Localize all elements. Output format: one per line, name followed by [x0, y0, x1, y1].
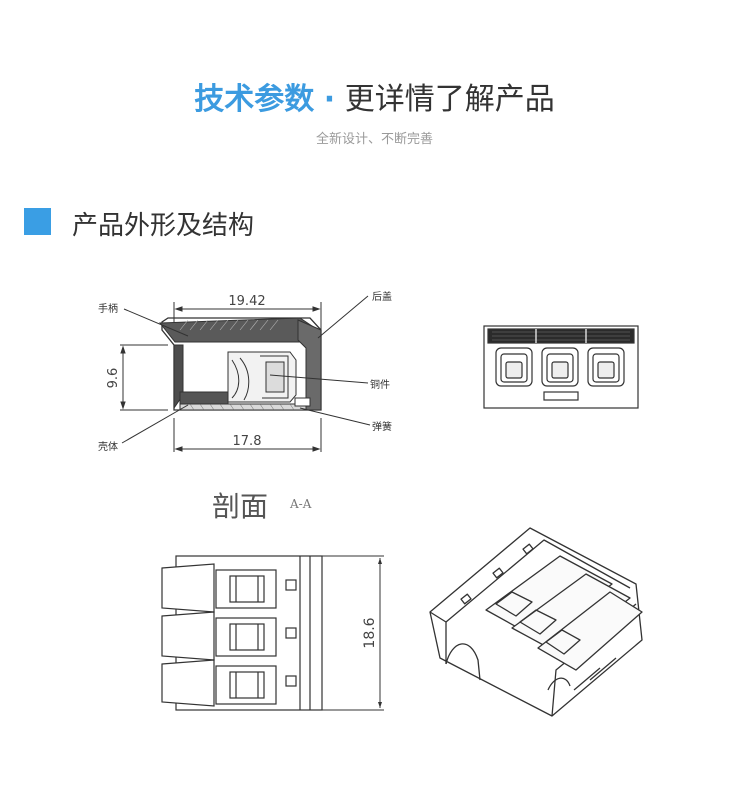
- page-title: 技术参数 · 更详情了解产品: [0, 80, 749, 120]
- front-opening-3: [587, 347, 625, 387]
- leader-copper: [269, 374, 369, 384]
- label-spring: 弹簧: [372, 420, 392, 433]
- leader-handle: [123, 308, 189, 337]
- label-handle: 手柄: [98, 302, 118, 315]
- isometric-view: [429, 527, 643, 717]
- front-opening-1: [495, 347, 533, 387]
- title-accent: 技术参数: [194, 82, 315, 117]
- section-view-caption: 剖面: [212, 490, 269, 523]
- top-lever-3: [161, 659, 297, 707]
- dim-length-top: 19.42: [228, 294, 265, 309]
- dim-length-bottom: 17.8: [233, 434, 262, 449]
- section-heading: 产品外形及结构: [72, 211, 255, 241]
- top-view: [161, 555, 384, 711]
- leader-housing: [121, 404, 189, 444]
- spring: [179, 403, 307, 411]
- top-lever-2: [161, 611, 297, 661]
- handle: [158, 317, 319, 343]
- leader-rear-cover: [317, 295, 369, 339]
- leader-spring: [299, 407, 371, 426]
- iso-body: [429, 527, 643, 717]
- rear-cover: [297, 319, 322, 411]
- label-housing: 壳体: [98, 440, 118, 453]
- front-view: [483, 325, 639, 409]
- dim-width: 18.6: [362, 617, 378, 648]
- title-separator: ·: [323, 82, 336, 117]
- label-copper: 铜件: [370, 379, 390, 391]
- side-view: [120, 295, 371, 452]
- top-lever-1: [161, 563, 297, 613]
- section-marker-icon: [24, 208, 51, 235]
- page-subtitle: 全新设计、不断完善: [315, 132, 433, 147]
- dim-height: 9.6: [106, 368, 121, 389]
- label-rear-cover: 后盖: [372, 290, 392, 303]
- front-opening-2: [541, 347, 579, 387]
- title-rest: 更详情了解产品: [344, 82, 555, 117]
- section-view-caption-sub: A-A: [290, 497, 312, 511]
- iso-lever-3: [537, 591, 643, 671]
